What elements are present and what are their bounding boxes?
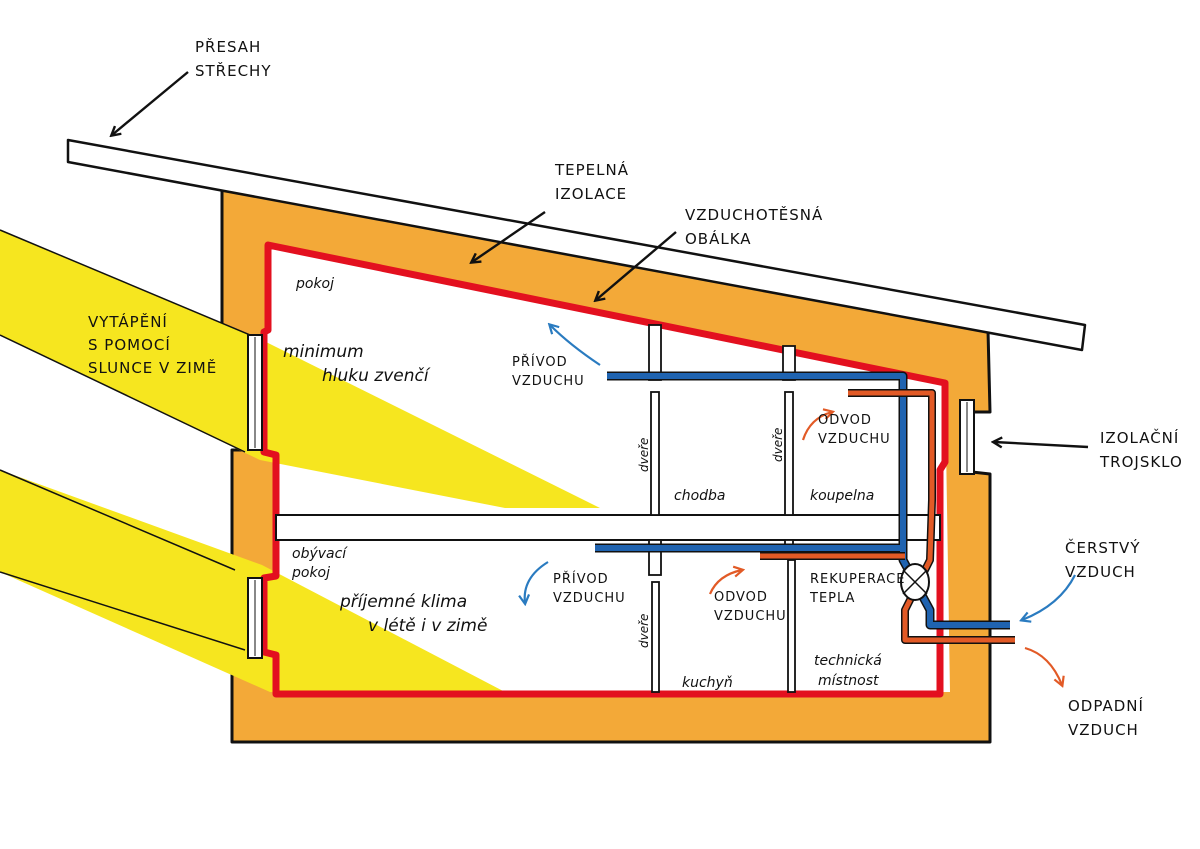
label-triple-glazing: IZOLAČNÍ TROJSKLO bbox=[1099, 428, 1185, 471]
window-icon bbox=[959, 399, 975, 475]
label-pleasant-climate: příjemné klima v létě i v zimě bbox=[339, 592, 487, 636]
label-airtight-envelope: VZDUCHOTĚSNÁ OBÁLKA bbox=[685, 205, 829, 248]
door-label: dveře bbox=[637, 438, 651, 472]
floor-slab bbox=[275, 514, 941, 541]
label-fresh-air: ČERSTVÝ VZDUCH bbox=[1065, 538, 1146, 581]
arrow-icon bbox=[112, 71, 189, 135]
curved-arrow-icon bbox=[801, 412, 832, 441]
arrow-icon bbox=[472, 211, 546, 262]
curved-arrow-icon bbox=[550, 325, 601, 366]
roof-overhang bbox=[66, 138, 1087, 352]
heat-exchanger-icon bbox=[900, 563, 930, 601]
door-label: dveře bbox=[637, 614, 651, 648]
door-label: dveře bbox=[771, 428, 785, 462]
label-solar-heating: VYTÁPĚNÍ S POMOCÍ SLUNCE V ZIMĚ bbox=[88, 312, 217, 377]
label-supply-air-lower: PŘÍVOD VZDUCHU bbox=[553, 571, 626, 606]
label-extract-air-upper: ODVOD VZDUCHU bbox=[818, 413, 891, 447]
label-low-noise: minimum hluku zvenčí bbox=[283, 342, 431, 386]
partition-walls bbox=[648, 324, 796, 693]
label-thermal-insulation: TEPELNÁ IZOLACE bbox=[554, 160, 635, 203]
window-icon bbox=[247, 577, 263, 659]
interior-space bbox=[262, 245, 950, 692]
curved-arrow-icon bbox=[1024, 646, 1062, 685]
window-icon bbox=[247, 334, 263, 451]
curved-arrow-icon bbox=[1022, 574, 1076, 620]
label-supply-air-upper: PŘÍVOD VZDUCHU bbox=[512, 354, 585, 389]
room-label-technical-room: technická místnost bbox=[814, 653, 886, 689]
room-label-kitchen: kuchyň bbox=[682, 675, 733, 691]
room-label-pokoj: pokoj bbox=[295, 276, 334, 292]
label-heat-recovery: REKUPERACE TEPLA bbox=[809, 572, 911, 606]
ventilation-duct-icon bbox=[760, 389, 1015, 644]
label-roof-overhang: PŘESAH STŘECHY bbox=[195, 37, 272, 80]
label-exhaust-air: ODPADNÍ VZDUCH bbox=[1068, 696, 1150, 739]
arrow-icon bbox=[994, 442, 1089, 447]
curved-arrow-icon bbox=[525, 561, 549, 603]
room-label-living-room: obývací pokoj bbox=[291, 546, 351, 581]
curved-arrow-icon bbox=[708, 570, 742, 595]
room-label-bathroom: koupelna bbox=[810, 488, 874, 504]
arrow-icon bbox=[596, 231, 677, 300]
airtight-envelope bbox=[260, 241, 949, 698]
room-label-corridor: chodba bbox=[674, 488, 726, 504]
label-extract-air-lower: ODVOD VZDUCHU bbox=[714, 590, 787, 624]
sun-beam-upper bbox=[0, 230, 600, 508]
